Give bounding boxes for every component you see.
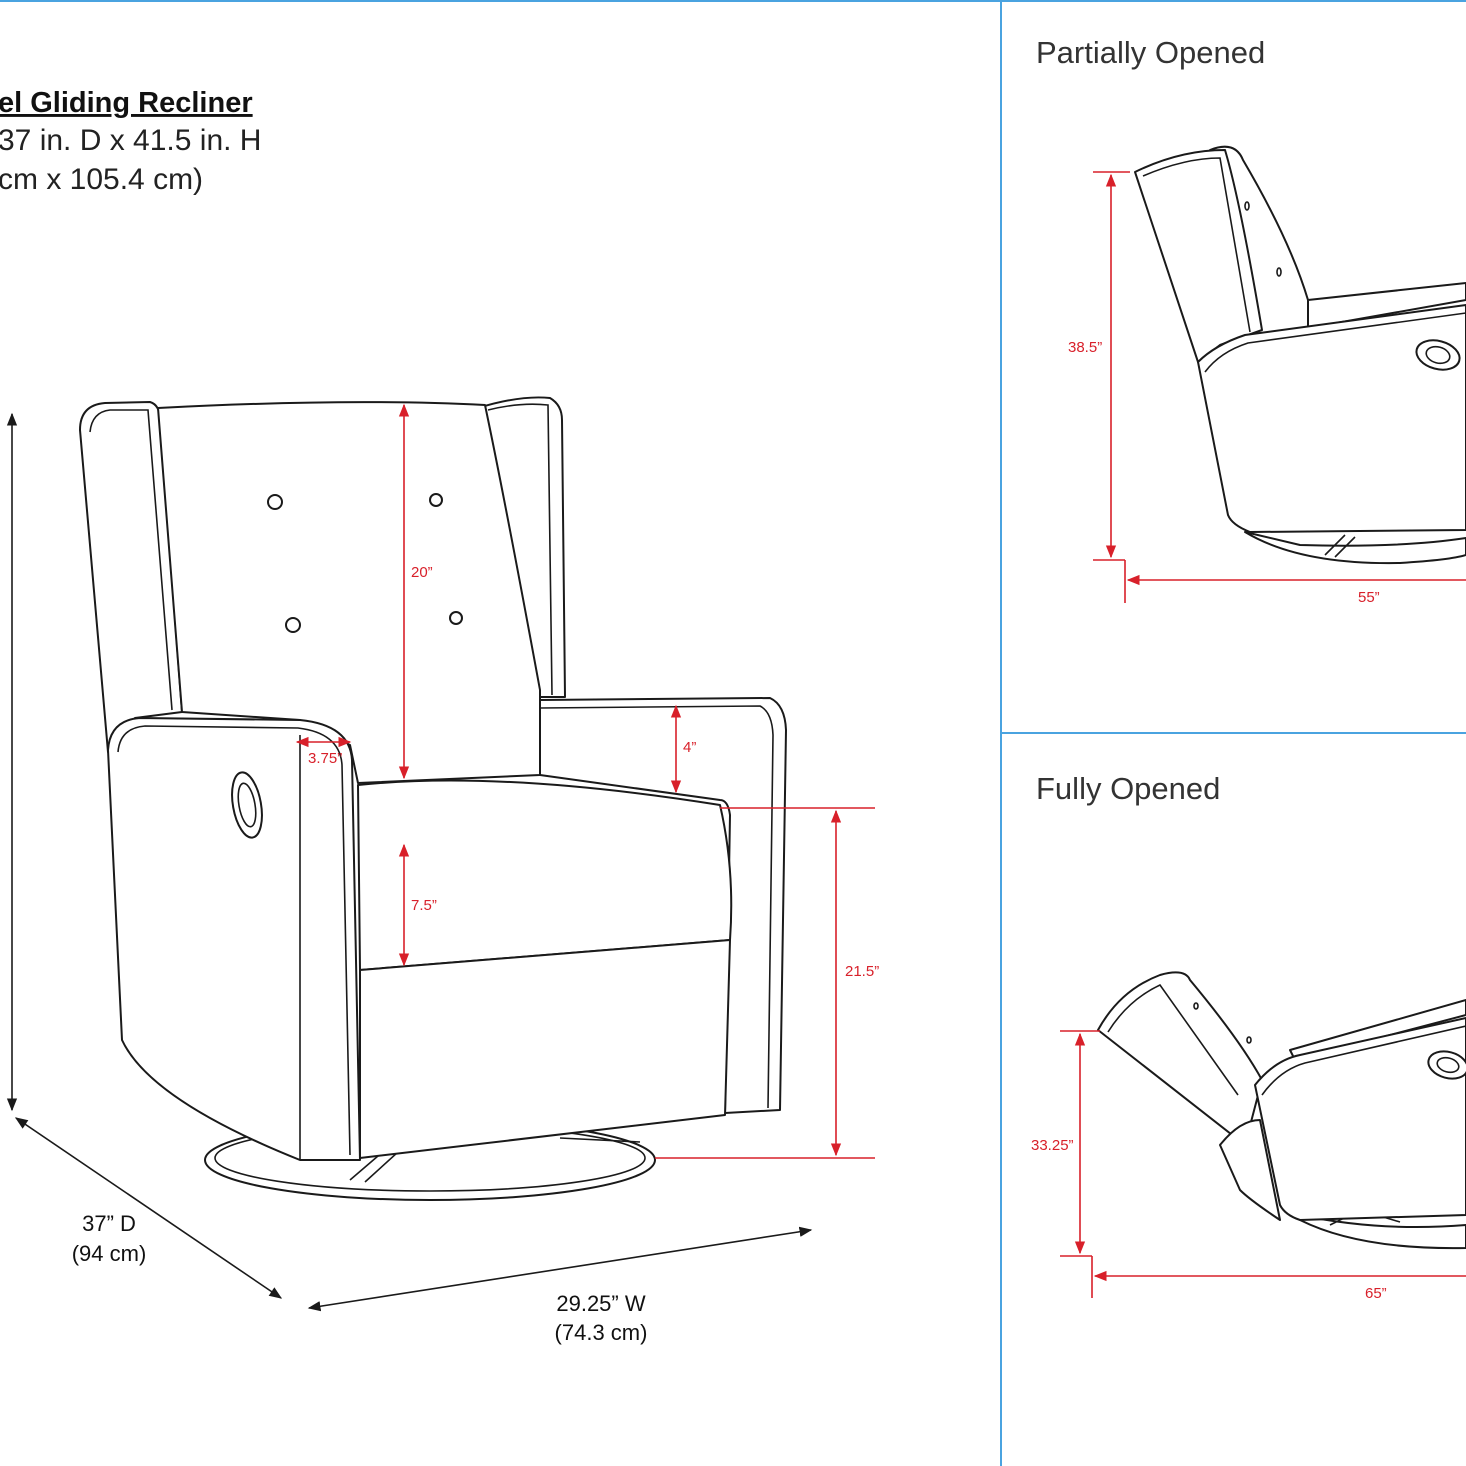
seat-height-label: 21.5” — [845, 963, 879, 980]
recline-handle-icon — [1427, 1050, 1466, 1080]
arm-above-seat-label: 4” — [683, 739, 696, 756]
product-dimensions-cm: cm x 105.4 cm) — [0, 163, 203, 196]
backrest — [157, 401, 541, 784]
recliner-fully-opened-view — [1097, 971, 1466, 1250]
width-cm-label: (74.3 cm) — [555, 1320, 648, 1345]
partially-opened-title: Partially Opened — [1036, 35, 1265, 70]
product-title: el Gliding Recliner — [0, 87, 253, 119]
width-label: 29.25” W — [556, 1291, 645, 1316]
full-dimension-lines — [1060, 1030, 1466, 1298]
left-arm — [107, 717, 361, 1161]
partial-length-label: 55” — [1358, 589, 1380, 606]
button-tufts — [267, 493, 463, 633]
seat-cushion-label: 7.5” — [411, 897, 437, 914]
right-wing — [477, 396, 566, 698]
recline-handle-icon — [1415, 339, 1461, 371]
fully-opened-title: Fully Opened — [1036, 771, 1220, 806]
product-dimensions-inches: 37 in. D x 41.5 in. H — [0, 124, 261, 157]
depth-label: 37” D — [82, 1211, 136, 1236]
partial-height-label: 38.5” — [1068, 339, 1102, 356]
recliner-partially-opened-view — [1134, 145, 1466, 565]
full-height-label: 33.25” — [1031, 1137, 1074, 1154]
recline-handle-icon — [231, 771, 263, 839]
footrest — [359, 939, 731, 1159]
partial-dimension-lines — [1093, 171, 1466, 603]
seat-cushion — [357, 779, 733, 971]
back-height-label: 20” — [411, 564, 433, 581]
recliner-front-view — [79, 396, 787, 1201]
arm-width-label: 3.75” — [308, 750, 342, 767]
full-length-label: 65” — [1365, 1285, 1387, 1302]
depth-cm-label: (94 cm) — [72, 1241, 147, 1266]
main-dimension-lines — [6, 403, 875, 1312]
